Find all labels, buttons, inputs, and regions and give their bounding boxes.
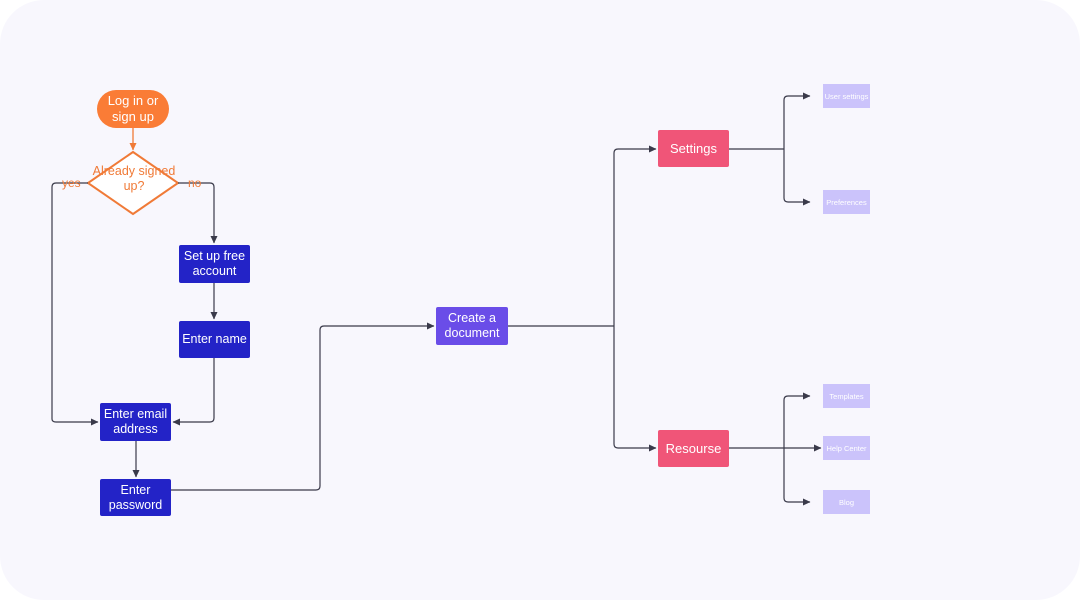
no-label: no [188, 176, 202, 190]
resource-label: Resourse [665, 440, 722, 456]
setup-account-label: Set up free account [183, 249, 246, 278]
enter-email-label: Enter email address [103, 407, 168, 436]
edge-resource-blog [783, 448, 811, 506]
settings-label: Settings [670, 140, 717, 156]
settings-node[interactable]: Settings [658, 130, 729, 167]
start-node[interactable]: Log in or sign up [97, 90, 169, 128]
edge-name-email [172, 358, 215, 426]
enter-name-label: Enter name [182, 332, 247, 346]
create-document-node[interactable]: Create a document [436, 307, 508, 345]
setup-account-node[interactable]: Set up free account [179, 245, 250, 283]
edge-no [178, 182, 218, 244]
create-document-label: Create a document [444, 311, 500, 340]
enter-password-node[interactable]: Enter password [100, 479, 171, 516]
edge-create-settings [613, 145, 657, 326]
edge-settings-pref [783, 149, 811, 206]
leaf-blog[interactable]: Blog [823, 490, 870, 514]
edge-yes [51, 182, 99, 426]
leaf-user-settings[interactable]: User settings [823, 84, 870, 108]
enter-password-label: Enter password [108, 482, 163, 512]
decision-diamond [86, 150, 180, 216]
edge-password-create [171, 322, 435, 491]
edge-resource-templates [783, 392, 811, 448]
leaf-templates[interactable]: Templates [823, 384, 870, 408]
enter-email-node[interactable]: Enter email address [100, 403, 171, 441]
yes-label: yes [62, 176, 81, 190]
leaf-help-center[interactable]: Help Center [823, 436, 870, 460]
edge-create-resource [613, 326, 657, 452]
decision-node-label: Already signed up? [92, 164, 176, 193]
edge-settings-user [783, 92, 811, 149]
resource-node[interactable]: Resourse [658, 430, 729, 467]
enter-name-node[interactable]: Enter name [179, 321, 250, 358]
start-node-label: Log in or sign up [107, 93, 159, 124]
leaf-preferences[interactable]: Preferences [823, 190, 870, 214]
